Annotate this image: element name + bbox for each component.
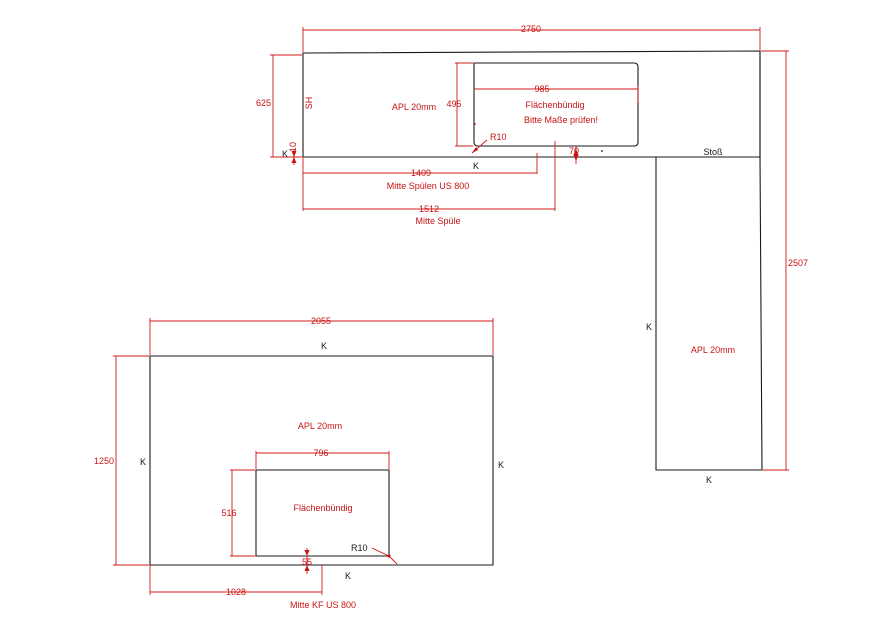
- dim-text-1250: 1250: [94, 456, 114, 466]
- edge-k-island-right: K: [498, 460, 504, 470]
- dim-arrow-55-bottom: [304, 565, 310, 571]
- right-counter: 2507 APL 20mm K K: [646, 50, 808, 485]
- edge-k-right-bottom: K: [706, 475, 712, 485]
- radius-leader-island-a: [371, 547, 390, 557]
- top-counter-material: APL 20mm: [392, 102, 436, 112]
- dim-text-516: 516: [221, 508, 236, 518]
- sink-dot-right: [601, 150, 603, 152]
- sink-note-check: Bitte Maße prüfen!: [524, 115, 598, 125]
- radius-dot-island: [387, 554, 391, 558]
- island: 2055 K 1250 K K APL 20mm 796 516 Flächen…: [94, 316, 504, 610]
- dim-text-70: 70: [569, 146, 579, 156]
- sink-dot-left: [474, 123, 476, 125]
- dim-text-2055: 2055: [311, 316, 331, 326]
- sink-note-flush: Flächenbündig: [525, 100, 584, 110]
- dim-arrow-70-bottom: [573, 155, 579, 161]
- edge-k-island-bottom: K: [345, 571, 351, 581]
- island-cutout-outline: [255, 469, 390, 557]
- dim-text-10: 10: [288, 142, 298, 152]
- radius-text-island: R10: [351, 543, 368, 553]
- dim-arrow-10-bottom: [291, 157, 297, 163]
- label-1512: Mitte Spüle: [415, 216, 460, 226]
- dim-text-625: 625: [256, 98, 271, 108]
- dim-text-55: 55: [302, 557, 312, 567]
- dim-text-2750: 2750: [521, 24, 541, 34]
- island-material: APL 20mm: [298, 421, 342, 431]
- dim-text-1409: 1409: [411, 168, 431, 178]
- dim-text-796: 796: [313, 448, 328, 458]
- label-1028: Mitte KF US 800: [290, 600, 356, 610]
- right-counter-material: APL 20mm: [691, 345, 735, 355]
- radius-leader-island-b: [388, 555, 398, 565]
- dim-text-2507: 2507: [788, 258, 808, 268]
- right-counter-outline: [655, 156, 763, 471]
- radius-text-top: R10: [490, 132, 507, 142]
- edge-k-top-left: K: [282, 149, 288, 159]
- top-counter: 2750 625 SH APL 20mm 985 495 Flächenbünd…: [256, 24, 761, 226]
- dim-text-1512: 1512: [419, 204, 439, 214]
- island-cutout-note: Flächenbündig: [293, 503, 352, 513]
- island-outline: [149, 355, 494, 566]
- dim-arrow-55-top: [304, 550, 310, 556]
- edge-k-island-left: K: [140, 457, 146, 467]
- dim-text-985: 985: [534, 84, 549, 94]
- dim-text-1028: 1028: [226, 587, 246, 597]
- radius-arrow-top: [472, 147, 478, 153]
- edge-k-island-top: K: [321, 341, 327, 351]
- sink-cutout-outline: [473, 62, 639, 147]
- dim-text-495: 495: [446, 99, 461, 109]
- joint-label: Stoß: [703, 147, 723, 157]
- edge-k-right-left: K: [646, 322, 652, 332]
- label-1409: Mitte Spülen US 800: [387, 181, 470, 191]
- dim-arrow-70-top: [573, 149, 579, 155]
- wall-label-sh: SH: [304, 97, 314, 110]
- edge-k-top-front: K: [473, 161, 479, 171]
- dim-arrow-10-top: [291, 151, 297, 157]
